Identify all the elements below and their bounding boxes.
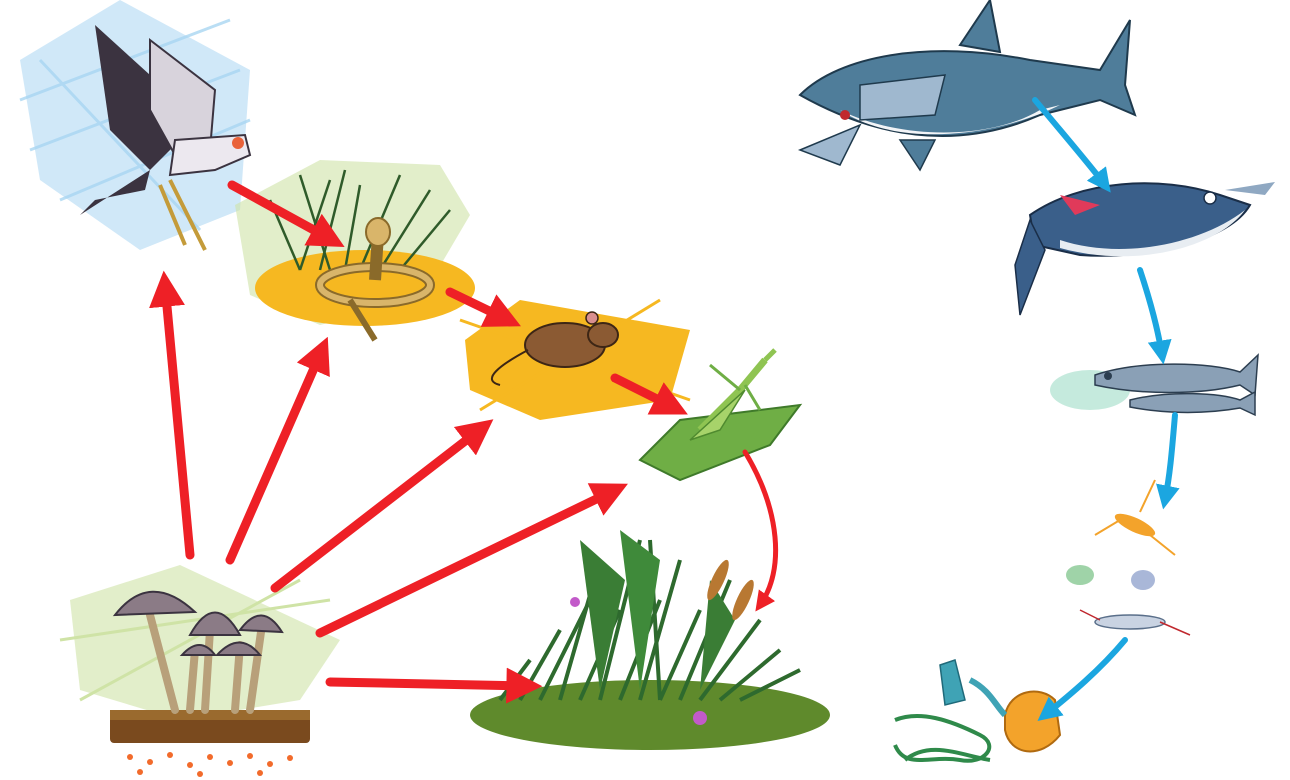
arrow-mushrooms-to-mouse xyxy=(275,428,482,588)
shark-illustration xyxy=(800,0,1135,170)
zooplankton-illustration xyxy=(1066,480,1190,635)
arrow-small-fish-to-zooplankton xyxy=(1165,415,1175,500)
mushrooms-illustration xyxy=(60,565,340,777)
small-fish-illustration xyxy=(1050,355,1258,415)
arrow-mushrooms-to-snake xyxy=(230,350,322,560)
snake-illustration xyxy=(235,160,475,340)
arrow-mushrooms-to-mantis xyxy=(320,490,615,633)
arrow-zooplankton-to-phytoplankton xyxy=(1045,640,1125,715)
arrow-shark-to-tuna xyxy=(1035,100,1105,185)
phytoplankton-illustration xyxy=(895,660,1060,761)
arrow-mushrooms-to-hawk xyxy=(165,285,190,555)
arrow-mushrooms-to-grass xyxy=(330,682,528,686)
hawk-illustration xyxy=(20,0,250,250)
arrow-tuna-to-small-fish xyxy=(1140,270,1162,355)
